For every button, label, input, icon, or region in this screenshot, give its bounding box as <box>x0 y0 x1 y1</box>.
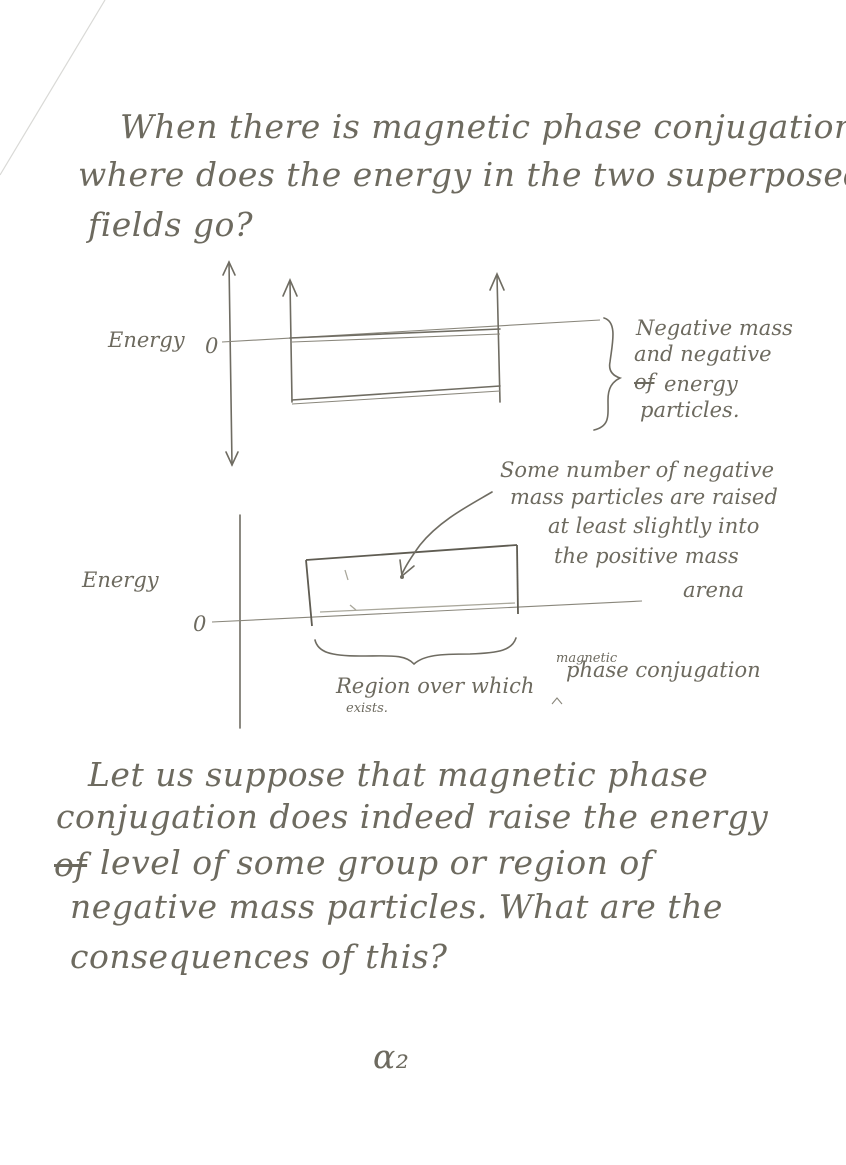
top-band-top <box>289 328 501 339</box>
region-label-second: exists. <box>346 701 388 716</box>
bottom-box-left <box>305 559 313 627</box>
top-annotation-line-3: energy <box>664 372 738 396</box>
bottom-diagram <box>211 491 643 729</box>
top-diagram <box>221 260 623 467</box>
paragraph-line-2: conjugation does indeed raise the energy <box>56 797 769 836</box>
page-number: α₂ <box>373 1037 410 1076</box>
bottom-region-brace <box>314 637 517 666</box>
bottom-pointer-dot <box>400 575 404 579</box>
bottom-annotation-line-2: mass particles are raised <box>510 485 778 509</box>
top-zero-line <box>221 319 601 343</box>
bottom-box-mark-2 <box>349 604 357 611</box>
region-label-inserted: magnetic <box>556 651 618 666</box>
top-band-top-2 <box>291 333 501 343</box>
paragraph-line-3-strike: of <box>54 845 88 884</box>
question-line-1: When there is magnetic phase conjugation… <box>120 107 846 146</box>
top-left-bound <box>289 281 293 403</box>
top-energy-axis <box>228 261 233 466</box>
top-band-bottom-2 <box>291 390 501 405</box>
top-right-arrow <box>489 272 505 291</box>
top-band-bottom <box>291 385 501 401</box>
top-axis-arrow-down <box>225 451 239 467</box>
top-annotation-line-1: Negative mass <box>636 316 793 340</box>
bottom-annotation-line-5: arena <box>683 578 745 602</box>
region-label-main: Region over which <box>336 674 535 698</box>
bottom-box-top <box>305 544 518 561</box>
paragraph-line-5: consequences of this? <box>70 937 448 976</box>
bottom-annotation-line-3: at least slightly into <box>548 514 760 538</box>
question-line-2: where does the energy in the two superpo… <box>78 155 846 194</box>
top-zero-label: 0 <box>205 334 219 358</box>
bottom-axis-label: Energy <box>82 568 159 592</box>
bottom-box-right <box>516 544 519 615</box>
paragraph-line-4: negative mass particles. What are the <box>70 887 723 926</box>
top-annotation-strike: of <box>634 370 655 394</box>
bottom-zero-label: 0 <box>193 612 207 636</box>
region-label-tail: phase conjugation <box>566 658 761 682</box>
insert-caret <box>551 697 563 705</box>
top-annotation-line-4: particles. <box>640 398 740 422</box>
bottom-annotation-line-1: Some number of negative <box>500 458 775 482</box>
bottom-zero-line <box>211 600 643 623</box>
paragraph-line-3: level of some group or region of <box>100 843 653 882</box>
question-line-3: fields go? <box>88 205 254 244</box>
bottom-pointer-arrowhead <box>399 559 415 578</box>
paragraph-line-1: Let us suppose that magnetic phase <box>88 755 709 794</box>
top-axis-arrow-up <box>222 260 236 276</box>
top-annotation-line-2: and negative <box>634 342 772 366</box>
bottom-pointer-arrow <box>401 491 493 575</box>
page-edge-line <box>0 0 106 176</box>
bottom-box-mark-1 <box>344 569 349 581</box>
top-axis-label: Energy <box>108 328 185 352</box>
top-left-arrow <box>282 278 298 297</box>
top-brace <box>593 317 623 431</box>
top-right-bound <box>496 275 501 403</box>
bottom-box-inner-line <box>319 602 516 613</box>
bottom-annotation-line-4: the positive mass <box>554 544 739 568</box>
